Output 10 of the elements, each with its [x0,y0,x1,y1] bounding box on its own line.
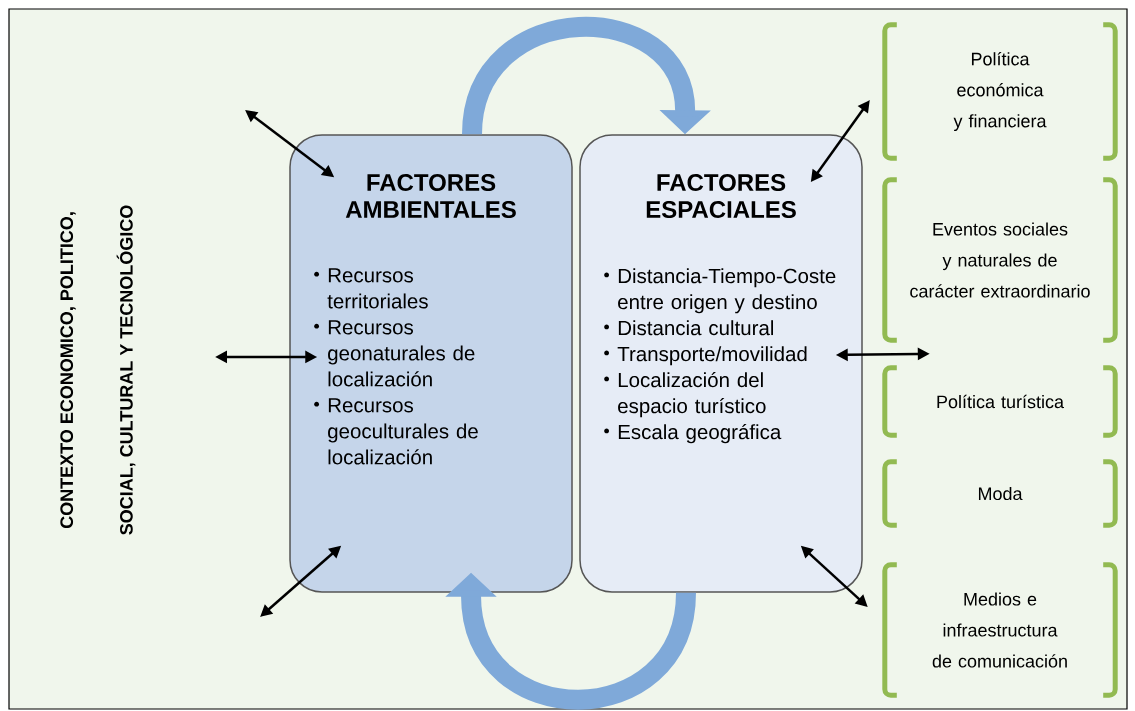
rotated-label: SOCIAL, CULTURAL Y TECNOLÓGICO [116,205,136,535]
bracket-box: Política económica y financiera [882,22,1118,161]
bracket-box: Moda [882,459,1118,528]
arrow [462,17,711,136]
bracket-box: Eventos sociales y naturales de carácter extraordinario [882,177,1118,343]
factor-box: FACTORES AMBIENTALES Recursos territoriales Recursos geonaturales de localización Recursos geoculturales de localización [289,134,573,593]
rotated-label: CONTEXTO ECONOMICO, POLITICO, [60,212,76,529]
factor-box: FACTORES ESPACIALES Distancia-Tiempo-Coste entre origen y destino Distancia cultural Transporte/movilidad Localización del espacio turístico Escala geográfica [579,134,863,593]
bracket-box: Medios e infraestructura de comunicación [882,562,1118,698]
bracket-box: Política turística [882,365,1118,438]
